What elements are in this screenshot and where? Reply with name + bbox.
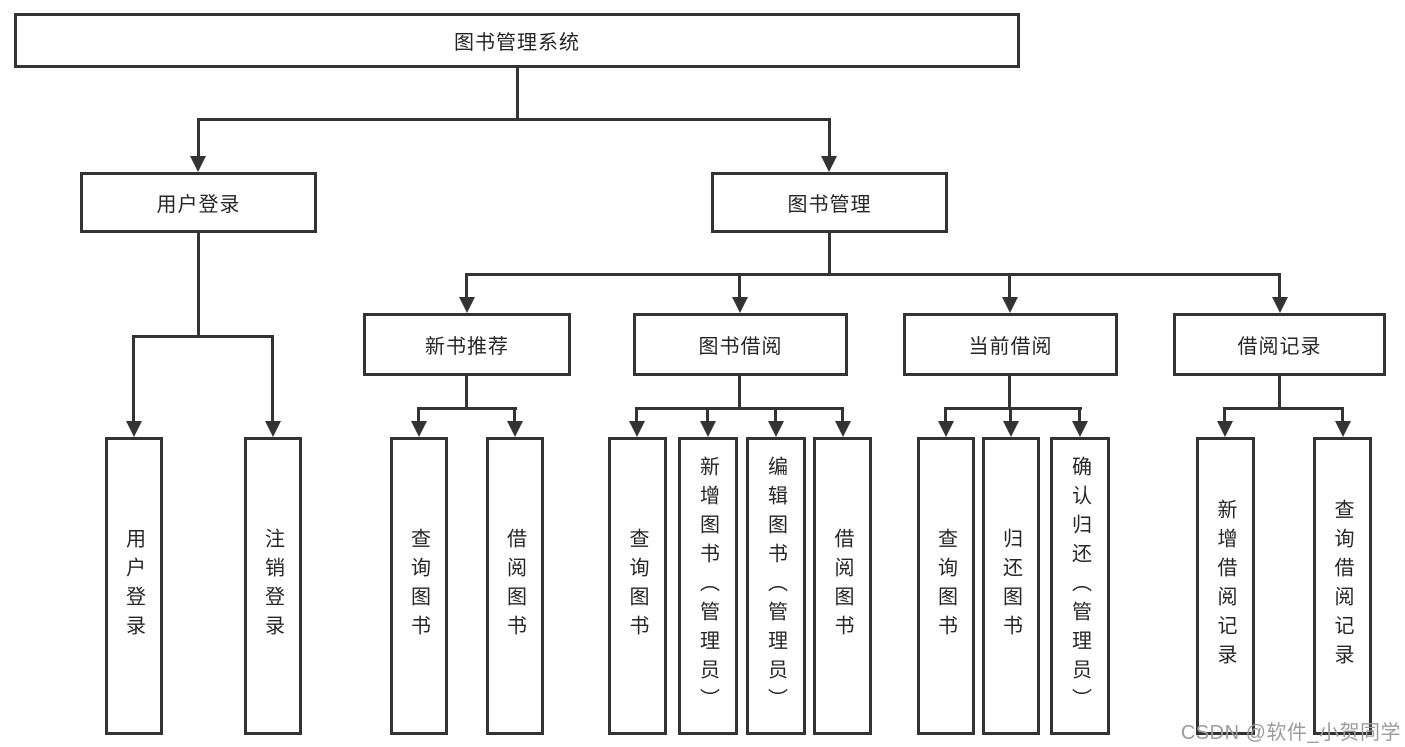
connector-line [516, 66, 519, 118]
connector-line [1008, 374, 1011, 407]
connector-line [132, 335, 274, 338]
arrow-down-icon [190, 156, 206, 172]
node-new-book-recommendation: 新书推荐 [363, 313, 571, 376]
arrow-down-icon [700, 421, 716, 437]
node-label: 确认归还（管理员） [1068, 455, 1091, 717]
connector-line [1078, 407, 1081, 424]
connector-line [132, 335, 135, 424]
node-leaf-confirm-return-admin: 确认归还（管理员） [1050, 437, 1110, 735]
node-label: 图书管理 [787, 194, 872, 216]
node-label: 用户登录 [156, 194, 241, 216]
node-label: 图书借阅 [698, 336, 783, 358]
node-label: 归还图书 [999, 528, 1022, 644]
node-label: 用户登录 [122, 528, 145, 644]
connector-line [1008, 273, 1011, 299]
node-label: 当前借阅 [968, 336, 1053, 358]
connector-line [1278, 273, 1281, 299]
arrow-down-icon [459, 297, 475, 313]
connector-line [635, 407, 844, 410]
node-label: 借阅图书 [503, 528, 526, 644]
arrow-down-icon [938, 421, 954, 437]
node-leaf-query-books-borrowing: 查询图书 [608, 437, 667, 735]
connector-line [465, 374, 468, 407]
node-leaf-logout: 注销登录 [244, 437, 302, 735]
connector-line [197, 118, 200, 158]
arrow-down-icon [835, 421, 851, 437]
connector-line [465, 273, 1281, 276]
node-label: 借阅图书 [831, 528, 853, 644]
node-user-login-branch: 用户登录 [80, 172, 317, 233]
connector-line [738, 273, 741, 299]
connector-line [417, 407, 517, 410]
node-leaf-user-login: 用户登录 [105, 437, 163, 735]
arrow-down-icon [821, 156, 837, 172]
connector-line [465, 273, 468, 299]
connector-line [944, 407, 947, 424]
connector-line [828, 231, 831, 273]
connector-line [706, 407, 709, 424]
arrow-down-icon [126, 421, 142, 437]
node-label: 新书推荐 [425, 336, 509, 358]
node-borrowing-records: 借阅记录 [1173, 313, 1386, 376]
connector-line [1341, 407, 1344, 424]
node-label: 编辑图书（管理员） [764, 455, 787, 717]
arrow-down-icon [1335, 421, 1351, 437]
arrow-down-icon [1002, 297, 1018, 313]
node-leaf-borrow-books-recommend: 借阅图书 [486, 437, 544, 735]
connector-line [513, 407, 516, 424]
node-label: 查询图书 [407, 528, 430, 644]
connector-line [738, 374, 741, 407]
node-leaf-query-books-current: 查询图书 [917, 437, 975, 735]
node-leaf-edit-books-admin: 编辑图书（管理员） [746, 437, 806, 735]
node-leaf-add-borrow-record: 新增借阅记录 [1196, 437, 1255, 735]
node-leaf-return-books: 归还图书 [982, 437, 1040, 735]
arrow-down-icon [1272, 297, 1288, 313]
arrow-down-icon [732, 297, 748, 313]
arrow-down-icon [265, 421, 281, 437]
node-label: 查询借阅记录 [1331, 499, 1353, 673]
arrow-down-icon [1072, 421, 1088, 437]
connector-line [944, 407, 1082, 410]
connector-line [1009, 407, 1012, 424]
connector-line [1223, 407, 1226, 424]
node-book-borrowing: 图书借阅 [633, 313, 848, 376]
connector-line [841, 407, 844, 424]
node-leaf-add-books-admin: 新增图书（管理员） [678, 437, 738, 735]
node-leaf-borrow-books-borrowing: 借阅图书 [813, 437, 872, 735]
connector-line [1278, 374, 1281, 407]
node-label: 新增图书（管理员） [696, 455, 719, 717]
arrow-down-icon [768, 421, 784, 437]
connector-line [197, 118, 831, 121]
arrow-down-icon [411, 421, 427, 437]
node-label: 借阅记录 [1237, 336, 1322, 358]
node-label: 查询图书 [934, 528, 957, 644]
arrow-down-icon [629, 421, 645, 437]
connector-line [197, 231, 200, 335]
node-label: 新增借阅记录 [1214, 499, 1236, 673]
node-current-borrowing: 当前借阅 [903, 313, 1118, 376]
connector-line [271, 335, 274, 424]
arrow-down-icon [1217, 421, 1233, 437]
node-book-management-system: 图书管理系统 [14, 13, 1020, 68]
node-label: 注销登录 [261, 528, 284, 644]
connector-line [1223, 407, 1344, 410]
node-book-management: 图书管理 [711, 172, 948, 233]
arrow-down-icon [1003, 421, 1019, 437]
arrow-down-icon [507, 421, 523, 437]
connector-line [417, 407, 420, 424]
connector-line [635, 407, 638, 424]
watermark: CSDN @软件_小贺同学 [1180, 722, 1401, 744]
connector-line [828, 118, 831, 158]
node-leaf-query-books-recommend: 查询图书 [390, 437, 448, 735]
node-leaf-query-borrow-record: 查询借阅记录 [1313, 437, 1372, 735]
node-label: 查询图书 [626, 528, 648, 644]
connector-line [774, 407, 777, 424]
node-label: 图书管理系统 [454, 32, 580, 54]
